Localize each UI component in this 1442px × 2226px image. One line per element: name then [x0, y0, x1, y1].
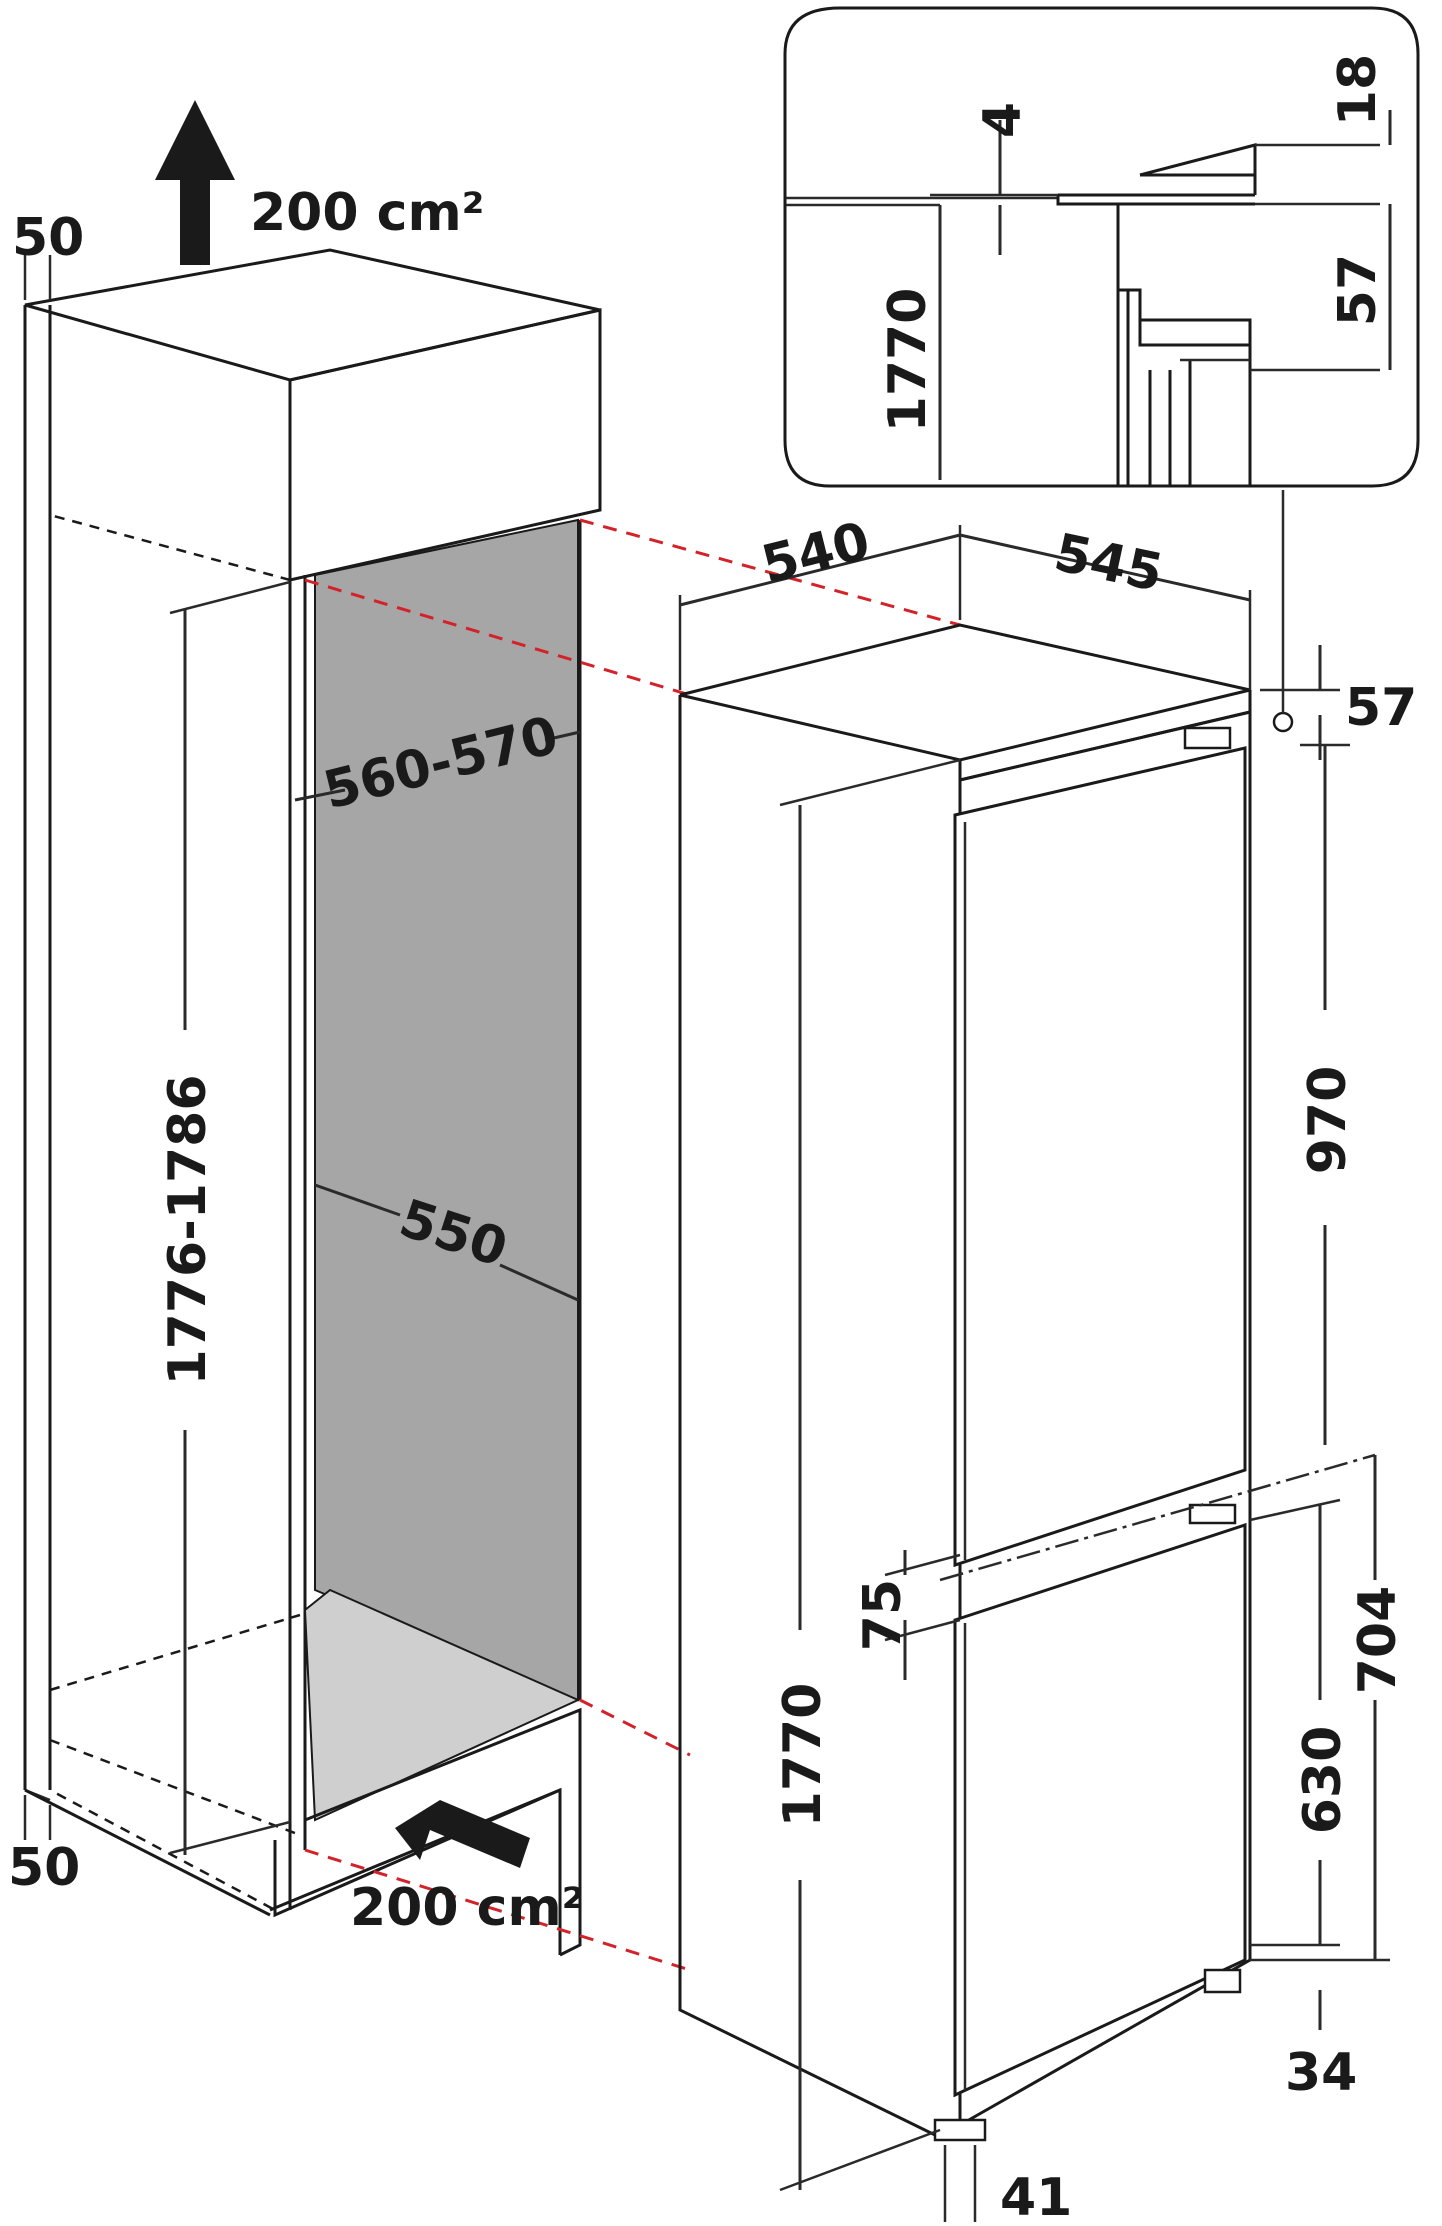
appliance: 540 545 57 970 75 704 630: [678, 490, 1417, 2226]
projection-line-top: [579, 518, 961, 627]
inset-gap-label: 4: [973, 102, 1033, 138]
appliance-width-label: 540: [756, 511, 876, 595]
niche-floor: [303, 1588, 581, 1822]
door-gap-label: 75: [853, 1579, 913, 1651]
arrow-up-icon: [155, 100, 235, 265]
top-offset-label: 57: [1345, 678, 1417, 738]
gap-top-label: 50: [12, 208, 84, 268]
projection-line-bottom: [579, 1698, 691, 1757]
inset-detail: 4 1770 18 57: [783, 6, 1420, 488]
lower-door-label: 630: [1293, 1726, 1353, 1835]
inset-height-label: 1770: [878, 288, 938, 433]
projection-line-base: [304, 1848, 691, 1972]
niche-height-label: 1776-1786: [158, 1074, 218, 1385]
niche-back-wall: [314, 518, 579, 1702]
inset-top-gap-label: 18: [1328, 54, 1388, 126]
upper-door: [953, 746, 1247, 1568]
base-offset-label: 41: [1000, 2168, 1072, 2226]
cabinet-niche: 200 cm² 50 50 200 cm² 1776-1786 560-570 …: [8, 100, 961, 1972]
lower-door: [953, 1522, 1247, 2098]
appliance-height-label: 1770: [773, 1683, 833, 1828]
lower-section-label: 704: [1348, 1586, 1408, 1695]
upper-door-label: 970: [1298, 1066, 1358, 1175]
projection-line-mid: [304, 578, 691, 697]
vent-top-label: 200 cm²: [250, 183, 484, 243]
inset-bracket-label: 57: [1328, 254, 1388, 326]
gap-bottom-label: 50: [8, 1838, 80, 1898]
appliance-depth-label: 545: [1049, 523, 1168, 604]
arrow-in-icon: [395, 1800, 530, 1868]
vent-bottom-label: 200 cm²: [350, 1878, 584, 1938]
plinth-label: 34: [1285, 2043, 1357, 2103]
